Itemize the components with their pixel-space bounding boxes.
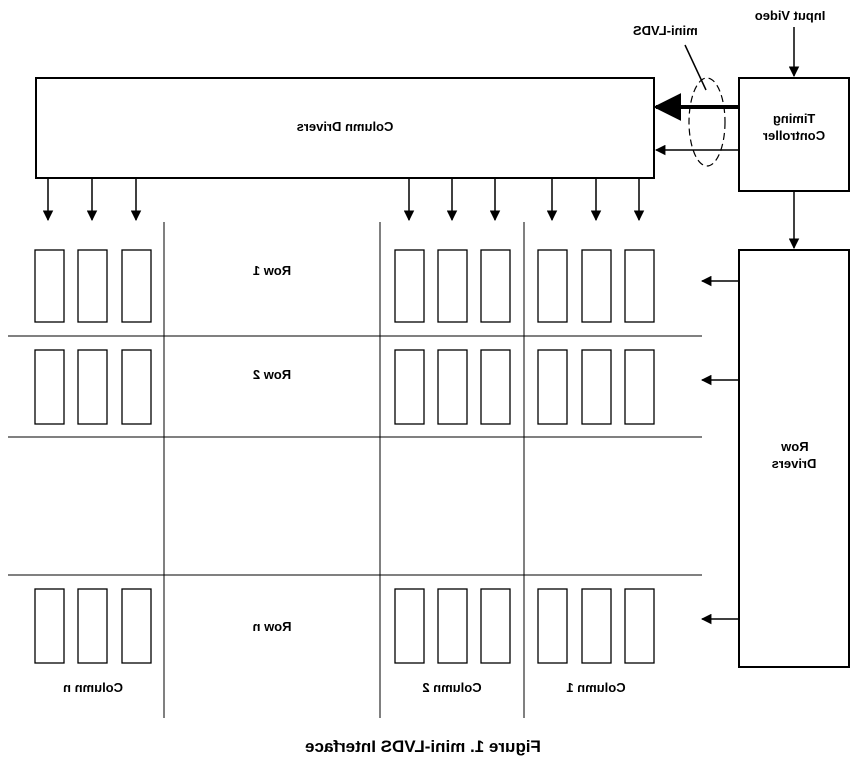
- pixel-cell: [537, 349, 568, 425]
- column-1-label: Column 1: [566, 680, 625, 695]
- pixel-cell: [624, 349, 655, 425]
- column-drivers-block: [35, 77, 655, 179]
- pixel-cell: [77, 349, 108, 425]
- column-drivers-label: Column Drivers: [297, 119, 394, 134]
- pixel-cell: [121, 588, 152, 664]
- row-n-label: Row n: [253, 619, 292, 634]
- timing-controller-block: [738, 77, 850, 192]
- pixel-cell: [77, 588, 108, 664]
- input-video-label: Input Video: [755, 8, 826, 23]
- pixel-row-n: [34, 588, 655, 664]
- pixel-cell: [537, 249, 568, 323]
- timing-controller-label-1: Timing: [773, 111, 815, 126]
- mini-lvds-label: mini-LVDS: [633, 23, 698, 38]
- pixel-cell: [34, 249, 65, 323]
- pixel-cell: [394, 349, 425, 425]
- pixel-row-1: [34, 249, 655, 323]
- pixel-cell: [537, 588, 568, 664]
- pixel-cell: [437, 588, 468, 664]
- pixel-cell: [624, 588, 655, 664]
- timing-controller-label-2: Controller: [763, 128, 825, 143]
- pixel-row-2: [34, 349, 655, 425]
- column-2-label: Column 2: [422, 680, 481, 695]
- pixel-cell: [34, 349, 65, 425]
- pixel-cell: [581, 249, 612, 323]
- pixel-cell: [437, 349, 468, 425]
- pixel-cell: [437, 249, 468, 323]
- figure-caption: Figure 1. mini-LVDS Interface: [305, 737, 541, 756]
- pixel-cell: [77, 249, 108, 323]
- pixel-cell: [121, 349, 152, 425]
- mini-lvds-leader: [684, 44, 707, 91]
- pixel-cell: [34, 588, 65, 664]
- pixel-cell: [394, 588, 425, 664]
- row-drivers-label-2: Drivers: [772, 456, 817, 471]
- row-2-label: Row 2: [253, 367, 291, 382]
- pixel-cell: [394, 249, 425, 323]
- pixel-cell: [624, 249, 655, 323]
- pixel-cell: [480, 349, 511, 425]
- column-n-label: Column n: [63, 680, 123, 695]
- pixel-cell: [581, 588, 612, 664]
- row-1-label: Row 1: [253, 263, 291, 278]
- pixel-cell: [121, 249, 152, 323]
- pixel-cell: [480, 588, 511, 664]
- row-drivers-label-1: Row: [780, 439, 808, 454]
- pixel-cell: [581, 349, 612, 425]
- pixel-cell: [480, 249, 511, 323]
- row-drivers-block: [738, 249, 850, 668]
- mini-lvds-bus-ellipse: [688, 77, 726, 167]
